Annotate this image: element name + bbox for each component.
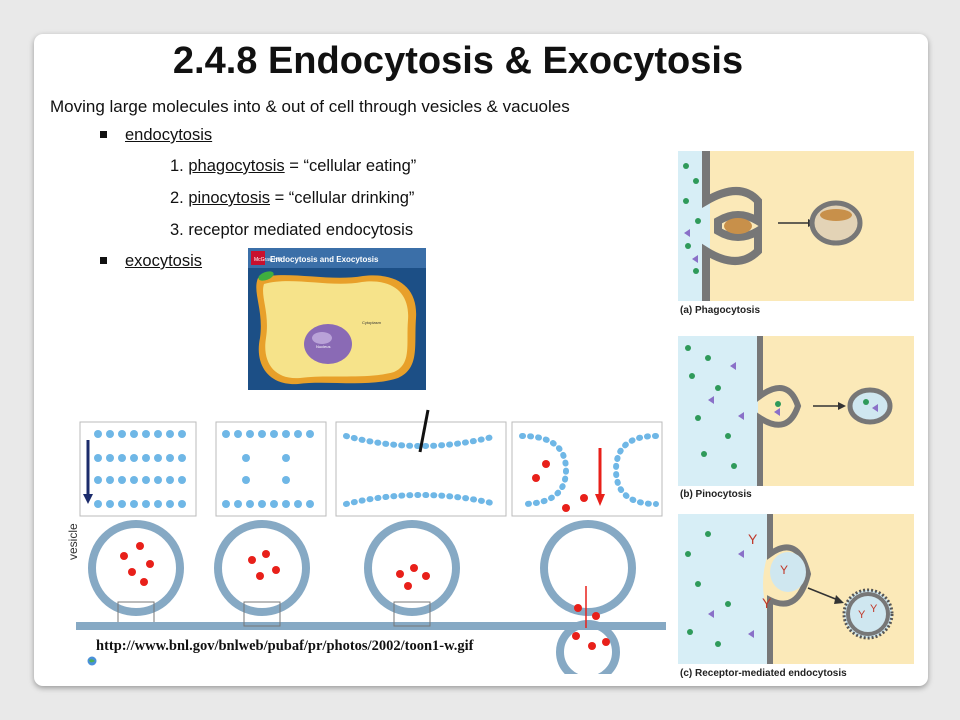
svg-text:Nucleus: Nucleus bbox=[316, 344, 330, 349]
membrane-fusion-figure bbox=[66, 396, 676, 684]
slide-title: 2.4.8 Endocytosis & Exocytosis bbox=[172, 40, 744, 82]
svg-text:Cytoplasm: Cytoplasm bbox=[362, 320, 382, 325]
bullet-square-icon bbox=[100, 131, 107, 139]
svg-text:Y: Y bbox=[762, 595, 772, 611]
subitem-receptor-mediated: 3. receptor mediated endocytosis bbox=[170, 221, 413, 240]
subitem-pinocytosis: 2. pinocytosis = “cellular drinking” bbox=[170, 189, 414, 208]
bullet-endocytosis: endocytosis bbox=[100, 126, 212, 145]
subitem-number: 3. bbox=[170, 221, 189, 239]
subitem-number: 2. bbox=[170, 189, 189, 207]
subitem-desc: = “cellular eating” bbox=[284, 157, 417, 175]
subitem-term: pinocytosis bbox=[188, 189, 270, 207]
subitem-term: phagocytosis bbox=[188, 157, 285, 175]
animation-cell-illustration: McGraw Hill Endocytosis and Exocytosis N… bbox=[248, 248, 426, 390]
bullet-exocytosis-label[interactable]: exocytosis bbox=[125, 252, 203, 270]
receptor-mediated-label: (c) Receptor-mediated endocytosis bbox=[678, 664, 916, 684]
subitem-number: 1. bbox=[170, 157, 189, 175]
receptor-mediated-figure: Y Y Y Y Y (c) Receptor-mediated endocyto… bbox=[678, 514, 916, 684]
phagocytosis-figure: (a) Phagocytosis bbox=[678, 151, 916, 321]
svg-text:Y: Y bbox=[748, 531, 758, 547]
source-url[interactable]: http://www.bnl.gov/bnlweb/pubaf/pr/photo… bbox=[96, 638, 474, 654]
svg-text:Y: Y bbox=[870, 603, 878, 615]
slide-subtitle: Moving large molecules into & out of cel… bbox=[50, 97, 570, 116]
subitem-term: receptor mediated endocytosis bbox=[188, 221, 414, 239]
bullet-square-icon bbox=[100, 257, 107, 265]
svg-text:Y: Y bbox=[780, 563, 788, 577]
publisher-logo-icon bbox=[251, 251, 265, 265]
subitem-desc: = “cellular drinking” bbox=[269, 189, 415, 207]
svg-text:Y: Y bbox=[858, 609, 866, 621]
bullet-endocytosis-label[interactable]: endocytosis bbox=[125, 126, 213, 144]
bullet-exocytosis: exocytosis bbox=[100, 252, 202, 271]
pinocytosis-figure: (b) Pinocytosis bbox=[678, 336, 916, 504]
vesicle-label: vesicle bbox=[66, 523, 80, 560]
subitem-phagocytosis: 1. phagocytosis = “cellular eating” bbox=[170, 157, 416, 176]
animation-header: Endocytosis and Exocytosis bbox=[270, 255, 379, 264]
svg-text:McGraw Hill: McGraw Hill bbox=[254, 257, 281, 263]
globe-icon bbox=[87, 656, 97, 666]
endocytosis-animation-thumbnail[interactable]: McGraw Hill Endocytosis and Exocytosis N… bbox=[248, 248, 426, 390]
pinocytosis-label: (b) Pinocytosis bbox=[678, 486, 916, 504]
phagocytosis-label: (a) Phagocytosis bbox=[678, 301, 916, 321]
